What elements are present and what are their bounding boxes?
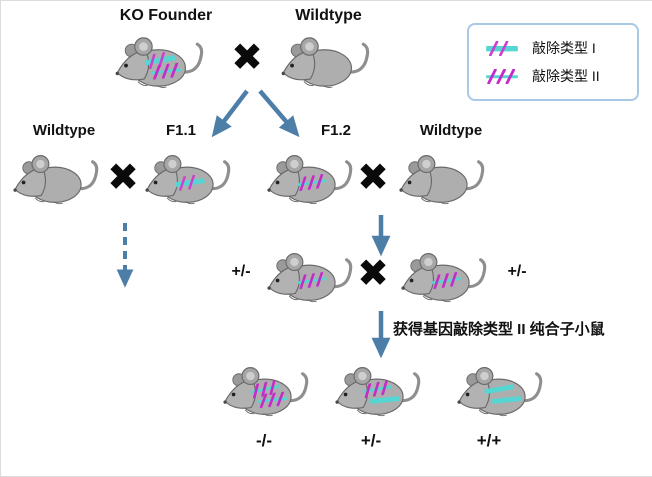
legend-box: 敲除类型 I 敲除类型 II bbox=[467, 23, 639, 101]
legend-type1-label: 敲除类型 I bbox=[532, 40, 596, 56]
genotype-wt-label: +/+ bbox=[476, 431, 502, 450]
wildtype-f1-right-label: Wildtype bbox=[419, 122, 483, 139]
arrow-founder-to-f12 bbox=[258, 89, 300, 138]
mouse-wildtype-f1-right bbox=[395, 145, 487, 213]
f1-1-label: F1.1 bbox=[165, 122, 196, 139]
legend-item-type2: 敲除类型 II bbox=[481, 66, 625, 86]
cross-symbol-f2: ✖ bbox=[357, 253, 389, 295]
f1-2-label: F1.2 bbox=[320, 122, 351, 139]
mouse-ko-founder bbox=[111, 27, 206, 97]
mouse-het-right bbox=[397, 243, 489, 311]
cross-symbol-f1-left: ✖ bbox=[107, 157, 139, 199]
mouse-het-left bbox=[263, 243, 355, 311]
mouse-wildtype-top bbox=[277, 27, 372, 97]
het-right-label: +/- bbox=[507, 263, 527, 280]
cross-symbol-top: ✖ bbox=[231, 37, 263, 79]
mouse-f1-2 bbox=[263, 145, 355, 213]
ko-founder-label: KO Founder bbox=[119, 7, 213, 24]
het-left-label: +/- bbox=[231, 263, 251, 280]
mouse-offspring-null bbox=[219, 357, 311, 425]
mouse-offspring-wt bbox=[453, 357, 545, 425]
knockout-type2-icon bbox=[481, 69, 523, 84]
legend-type2-label: 敲除类型 II bbox=[532, 68, 600, 84]
mouse-f1-1 bbox=[141, 145, 233, 213]
knockout-type1-icon bbox=[481, 41, 523, 56]
genotype-het-label: +/- bbox=[360, 431, 382, 450]
genotype-null-label: -/- bbox=[255, 431, 273, 450]
mouse-wildtype-f1-left bbox=[9, 145, 101, 213]
wildtype-top-label: Wildtype bbox=[295, 7, 362, 24]
mouse-offspring-het bbox=[331, 357, 423, 425]
result-caption: 获得基因敲除类型 II 纯合子小鼠 bbox=[393, 321, 605, 338]
wildtype-f1-left-label: Wildtype bbox=[32, 122, 96, 139]
cross-symbol-f1-right: ✖ bbox=[357, 157, 389, 199]
legend-item-type1: 敲除类型 I bbox=[481, 38, 625, 58]
arrow-founder-to-f11 bbox=[211, 89, 249, 138]
